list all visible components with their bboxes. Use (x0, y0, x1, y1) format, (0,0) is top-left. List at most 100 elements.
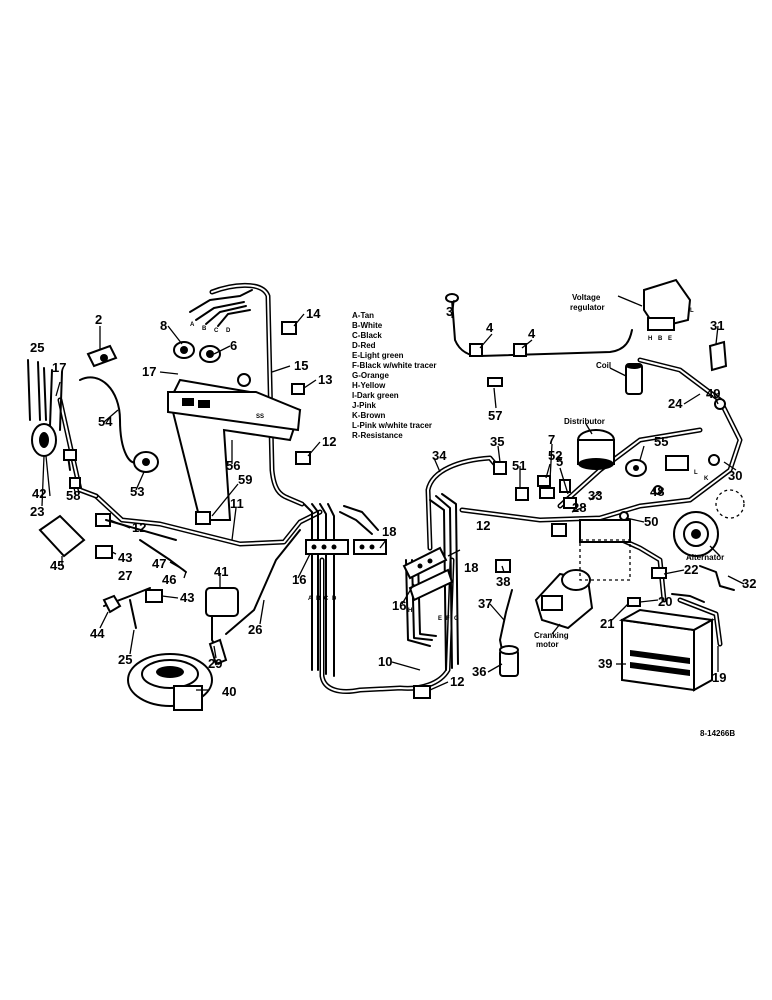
callout: 23 (30, 504, 44, 519)
solenoid-36 (499, 645, 519, 677)
cowl-bracket: SS (167, 378, 302, 521)
callout: 16 (292, 572, 306, 587)
connector-fan: A B C D (189, 289, 253, 334)
callout: 47 (152, 556, 166, 571)
callout: 48 (650, 484, 664, 499)
bracket-25 (27, 359, 47, 421)
legend-item: D-Red (352, 341, 376, 350)
bracket-45 (38, 514, 86, 558)
svg-text:H: H (648, 336, 652, 342)
coil-icon (625, 363, 643, 395)
relay-41 (205, 587, 239, 651)
callout: 41 (214, 564, 228, 579)
callout: 3 (446, 304, 453, 319)
distributor-icon (577, 429, 615, 470)
callout: 12 (132, 520, 146, 535)
callout: 8 (160, 318, 167, 333)
regulator-label-line: regulator (570, 303, 605, 312)
wire-code: E (438, 616, 442, 622)
legend-item: G-Orange (352, 371, 389, 380)
bracket-17 (49, 369, 63, 431)
callout: 18 (464, 560, 478, 575)
clip-38 (495, 559, 511, 573)
callout: 5 (556, 454, 563, 469)
wire-color-legend: A-Tan B-White C-Black D-Red E-Light gree… (352, 311, 436, 440)
callout: 35 (490, 434, 504, 449)
legend-item: R-Resistance (352, 431, 403, 440)
callout: 17 (52, 360, 66, 375)
callout: 26 (248, 622, 262, 637)
callout: 32 (742, 576, 756, 591)
connector-block-right (402, 546, 454, 602)
legend-item: H-Yellow (352, 381, 386, 390)
legend-item: L-Pink w/white tracer (352, 421, 432, 430)
voltage-label-line: Voltage (572, 293, 601, 302)
callout: 58 (66, 488, 80, 503)
wire-code: D (332, 596, 337, 602)
callout: 7 (548, 432, 555, 447)
callout: 22 (684, 562, 698, 577)
callout: 34 (432, 448, 447, 463)
callout: 24 (668, 396, 683, 411)
callout: 25 (30, 340, 44, 355)
svg-text:D: D (226, 328, 231, 334)
callout: 30 (728, 468, 742, 483)
wire-code: F (446, 616, 450, 622)
lamp-socket-icon (173, 341, 251, 387)
svg-text:E: E (668, 336, 672, 342)
wire-code: B (316, 596, 321, 602)
callout: 45 (50, 558, 64, 573)
svg-text:B: B (658, 336, 663, 342)
callout: 21 (600, 616, 614, 631)
connector-block-left (305, 539, 387, 555)
callout: 36 (472, 664, 486, 679)
callout: 53 (130, 484, 144, 499)
callout: 29 (208, 656, 222, 671)
callout: 19 (712, 670, 726, 685)
cranking-motor-icon (534, 569, 594, 630)
callout: 4 (528, 326, 536, 341)
callout: 59 (238, 472, 252, 487)
legend-item: A-Tan (352, 311, 374, 320)
distributor-label: Distributor (564, 417, 605, 426)
figure-id: 8-14266B (700, 729, 735, 738)
top-clips (445, 293, 527, 387)
lower-right-parts (627, 565, 735, 607)
lamp-42 (31, 423, 81, 489)
svg-text:L: L (690, 308, 694, 314)
wire-code: C (324, 596, 329, 602)
callout: 12 (322, 434, 336, 449)
wire-code: K (704, 476, 709, 482)
main-harness (57, 282, 743, 694)
callout: 56 (226, 458, 240, 473)
callout: 16 (392, 598, 406, 613)
component-names: Voltage regulator Coil Distributor Alter… (534, 293, 735, 738)
switch-44 (102, 587, 151, 629)
alternator-label: Alternator (686, 553, 724, 562)
legend-item: I-Dark green (352, 391, 399, 400)
wire-54 (79, 376, 141, 464)
switch-icon (86, 344, 118, 368)
callout: 14 (306, 306, 321, 321)
callout: 46 (162, 572, 176, 587)
wire-code: H (408, 608, 412, 614)
wire-code: A (308, 596, 313, 602)
svg-text:C: C (214, 328, 219, 334)
wire-code: G (454, 616, 459, 622)
callout: 49 (706, 386, 720, 401)
callout: 43 (118, 550, 132, 565)
callout: 12 (450, 674, 464, 689)
legend-item: C-Black (352, 331, 382, 340)
alternator-icon (673, 489, 745, 557)
socket-53 (133, 451, 159, 473)
small-parts-right (539, 398, 726, 581)
wire-code: L (694, 470, 698, 476)
callout: 6 (230, 338, 237, 353)
callout: 17 (142, 364, 156, 379)
svg-text:SS: SS (256, 414, 264, 420)
callout: 15 (294, 358, 308, 373)
callout: 31 (710, 318, 724, 333)
leader-lines (41, 295, 745, 691)
callout: 33 (588, 488, 602, 503)
